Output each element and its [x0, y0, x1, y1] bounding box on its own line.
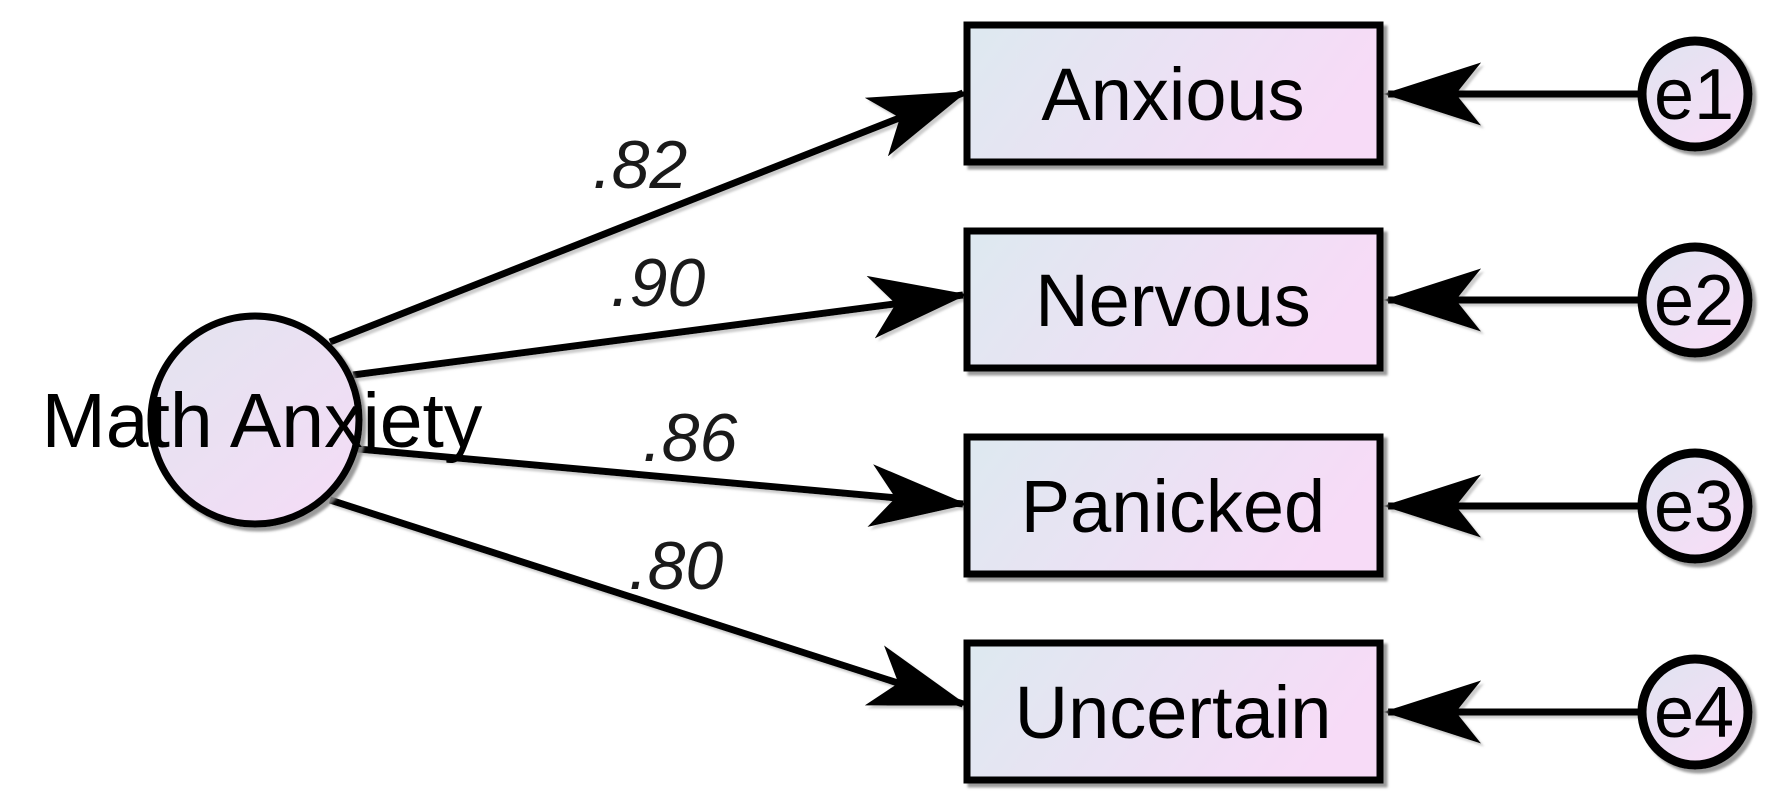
error-circle-e2 [1637, 242, 1753, 358]
latent-variable-circle [147, 312, 363, 528]
loading-value-nervous: .90 [611, 245, 706, 321]
error-arrows [1383, 62, 1646, 744]
indicator-label-uncertain: Uncertain [1015, 671, 1332, 754]
loading-arrow-anxious [328, 89, 968, 346]
indicator-box-anxious [963, 21, 1384, 166]
loading-arrow-panicked [357, 445, 968, 527]
error-label-e4: e4 [1654, 673, 1734, 753]
loading-arrows [328, 89, 968, 708]
loading-arrow-uncertain [328, 496, 968, 708]
indicator-box-uncertain [963, 639, 1384, 784]
loading-labels: .82 .90 .86 .80 [593, 127, 738, 604]
indicator-box-nervous [963, 227, 1384, 372]
loading-value-panicked: .86 [643, 400, 738, 476]
loading-value-uncertain: .80 [629, 528, 724, 604]
error-circle-e3 [1637, 448, 1753, 564]
indicator-boxes: Anxious Nervous Panicked Uncertain [963, 21, 1384, 784]
latent-variable: Math Anxiety [42, 312, 483, 528]
error-label-e2: e2 [1654, 261, 1734, 341]
latent-variable-label: Math Anxiety [42, 378, 483, 464]
loading-arrow-nervous [352, 275, 968, 379]
error-label-e3: e3 [1654, 467, 1734, 547]
error-terms: e1 e2 e3 e4 [1637, 36, 1753, 770]
loading-value-anxious: .82 [593, 127, 688, 203]
indicator-box-panicked [963, 433, 1384, 578]
indicator-label-anxious: Anxious [1041, 53, 1304, 136]
indicator-label-nervous: Nervous [1035, 259, 1311, 342]
error-circle-e4 [1637, 654, 1753, 770]
indicator-label-panicked: Panicked [1021, 465, 1325, 548]
error-circle-e1 [1637, 36, 1753, 152]
error-label-e1: e1 [1654, 55, 1734, 135]
